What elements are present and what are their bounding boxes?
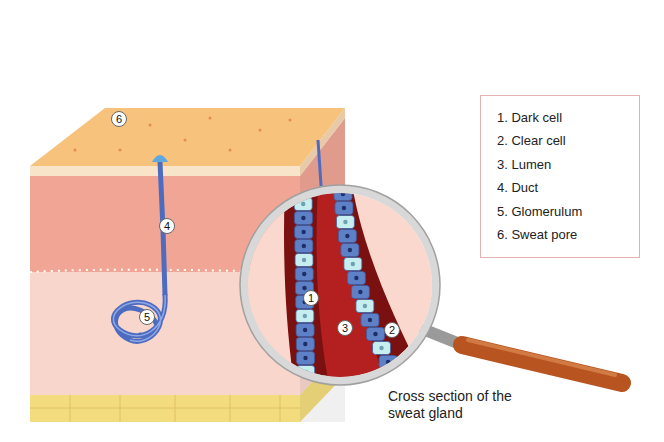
cell-nucleus xyxy=(345,234,349,238)
cell-nucleus xyxy=(358,290,362,294)
cell-nucleus xyxy=(303,314,307,318)
cell-nucleus xyxy=(379,346,383,350)
legend-item: 2. Clear cell xyxy=(497,133,623,149)
cell-nucleus xyxy=(393,374,397,378)
dark-cell xyxy=(295,268,313,281)
legend-item: 3. Lumen xyxy=(497,157,623,173)
lens-view xyxy=(240,184,440,397)
coil-highlight xyxy=(113,295,165,341)
dark-cell xyxy=(295,240,313,253)
callout-number: 2 xyxy=(384,322,400,338)
magnifier-rim xyxy=(244,189,436,381)
dark-cell xyxy=(347,272,365,285)
clear-cell xyxy=(296,310,314,323)
cell-nucleus xyxy=(351,262,355,266)
legend-item: 5. Glomerulum xyxy=(497,204,623,220)
lumen xyxy=(317,185,389,390)
dark-cell xyxy=(294,212,312,225)
fat-cells xyxy=(30,395,300,422)
legend-item: 1. Dark cell xyxy=(497,110,623,126)
cell-nucleus xyxy=(302,244,306,248)
dark-cell xyxy=(296,338,314,351)
epidermis-stripe xyxy=(30,166,300,176)
cell-nucleus xyxy=(348,248,352,252)
cell-nucleus xyxy=(303,356,307,360)
cell-nucleus xyxy=(368,318,372,322)
dark-cell xyxy=(351,286,369,299)
dark-cell xyxy=(341,244,359,257)
clear-cell xyxy=(356,300,374,313)
cell-nucleus xyxy=(302,286,306,290)
cell-nucleus xyxy=(302,258,306,262)
handle-highlight xyxy=(468,340,615,375)
callout-number: 3 xyxy=(337,320,353,336)
sweat-pore-drop xyxy=(152,155,168,162)
cell-nucleus xyxy=(304,384,308,388)
clear-cell xyxy=(295,254,313,267)
dark-cell xyxy=(297,352,315,365)
glomerulum-coil xyxy=(113,295,165,341)
legend-item: 6. Sweat pore xyxy=(497,227,623,243)
legend-item: 4. Duct xyxy=(497,180,623,196)
cell-nucleus xyxy=(301,202,305,206)
cell-nucleus xyxy=(303,342,307,346)
dark-cell xyxy=(295,226,313,239)
dark-cell xyxy=(335,202,353,215)
skin-surface xyxy=(30,108,345,166)
handle-neck xyxy=(425,330,455,342)
dark-cell xyxy=(361,314,379,327)
dark-cell xyxy=(296,324,314,337)
figure-caption: Cross section of the sweat gland xyxy=(388,388,538,422)
callout-number: 5 xyxy=(139,309,155,325)
callout-number: 4 xyxy=(159,218,175,234)
legend-box: 1. Dark cell 2. Clear cell 3. Lumen 4. Duct… xyxy=(480,95,640,258)
cell-nucleus xyxy=(301,230,305,234)
cell-nucleus xyxy=(301,216,305,220)
cell-nucleus xyxy=(343,220,347,224)
clear-cell xyxy=(344,258,362,271)
cell-nucleus xyxy=(302,272,306,276)
dark-cell xyxy=(338,230,356,243)
cell-nucleus xyxy=(354,276,358,280)
clear-cell xyxy=(336,216,354,229)
cell-nucleus xyxy=(303,328,307,332)
callout-number: 1 xyxy=(303,290,319,306)
cell-nucleus xyxy=(342,206,346,210)
dark-cell xyxy=(366,328,384,341)
surface-pores xyxy=(74,117,292,152)
clear-cell xyxy=(373,342,391,355)
callout-number: 6 xyxy=(111,111,127,127)
magnifier-rim-edge xyxy=(240,185,440,385)
magnifier-handle xyxy=(462,345,622,383)
cell-nucleus xyxy=(363,304,367,308)
cell-nucleus xyxy=(373,332,377,336)
